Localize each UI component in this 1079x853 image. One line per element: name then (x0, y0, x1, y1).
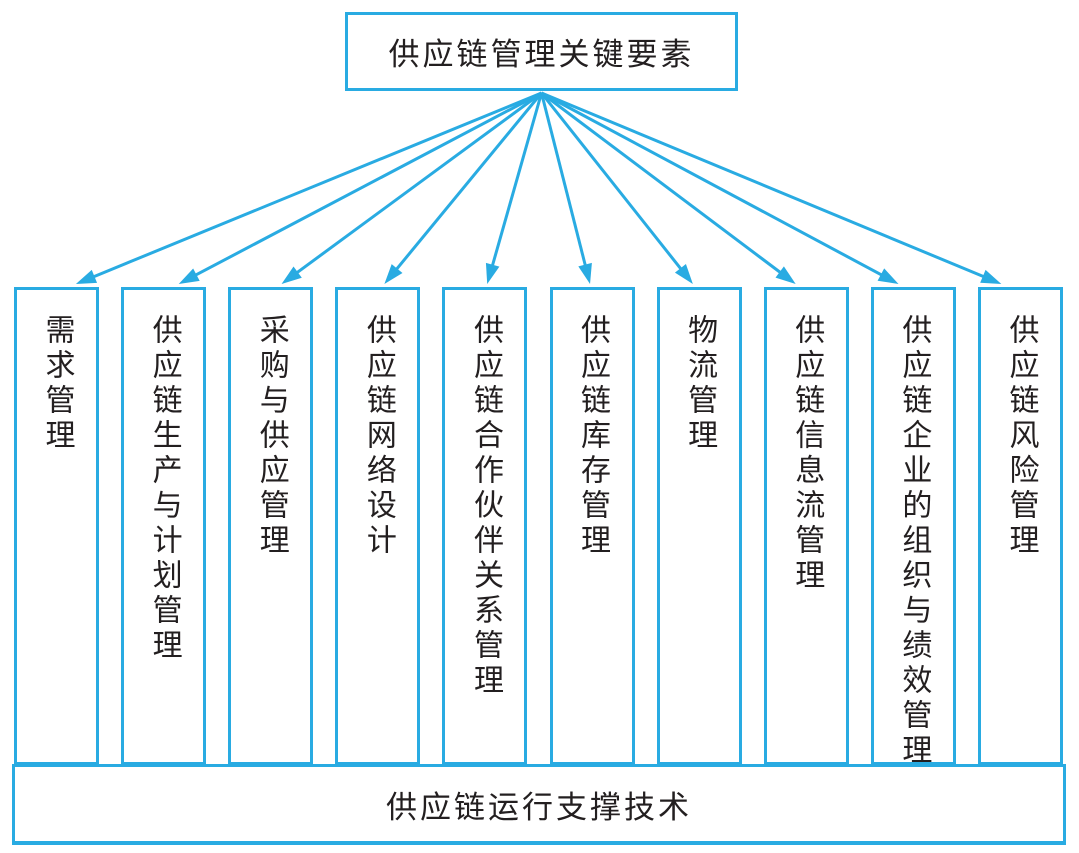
element-box-9: 供应链企业的组织与绩效管理 (870, 287, 956, 769)
element-label-2: 供应链生产与计划管理 (147, 314, 181, 664)
element-label-3: 采购与供应管理 (254, 314, 288, 559)
support-node-label: 供应链运行支撑技术 (386, 789, 692, 825)
root-node: 供应链管理关键要素 (345, 12, 738, 91)
element-box-6: 供应链库存管理 (549, 287, 635, 765)
element-label-7: 物流管理 (683, 314, 717, 454)
element-box-10: 供应链风险管理 (977, 287, 1063, 765)
element-label-6: 供应链库存管理 (576, 314, 610, 559)
element-label-9: 供应链企业的组织与绩效管理 (897, 314, 931, 769)
element-label-5: 供应链合作伙伴关系管理 (468, 314, 502, 699)
support-node: 供应链运行支撑技术 (12, 764, 1066, 845)
element-box-4: 供应链网络设计 (335, 287, 421, 765)
element-label-8: 供应链信息流管理 (790, 314, 824, 594)
element-box-5: 供应链合作伙伴关系管理 (442, 287, 528, 765)
element-box-1: 需求管理 (14, 287, 99, 765)
elements-row: 需求管理 供应链生产与计划管理 采购与供应管理 供应链网络设计 供应链合作伙伴关… (14, 287, 1063, 769)
element-label-4: 供应链网络设计 (361, 314, 395, 559)
element-box-7: 物流管理 (656, 287, 742, 765)
element-box-2: 供应链生产与计划管理 (121, 287, 207, 765)
root-node-label: 供应链管理关键要素 (388, 37, 695, 72)
element-label-1: 需求管理 (40, 314, 74, 454)
element-label-10: 供应链风险管理 (1004, 314, 1038, 559)
element-box-3: 采购与供应管理 (228, 287, 314, 765)
element-box-8: 供应链信息流管理 (763, 287, 849, 765)
